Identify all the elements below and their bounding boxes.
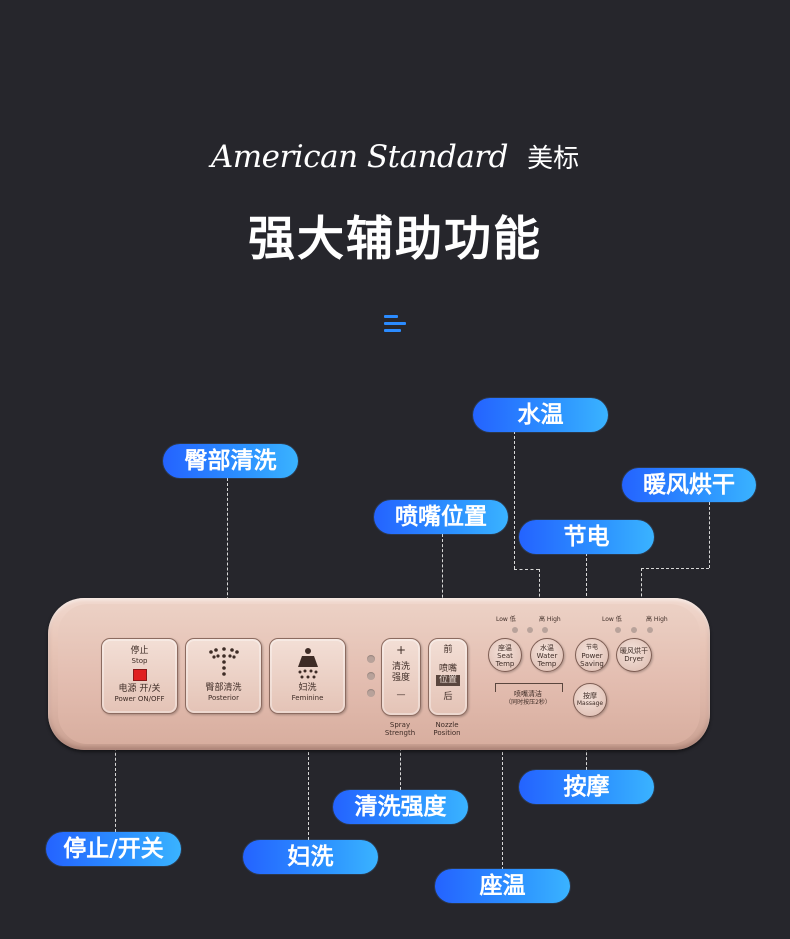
stop-label-en: Stop	[131, 657, 148, 665]
dryer-cn: 暖风烘干	[620, 647, 648, 655]
brand-logo-text: American Standard	[210, 139, 509, 175]
water-temp-en-2: Temp	[537, 660, 557, 668]
seat-temp-en-2: Temp	[495, 660, 515, 668]
dryer-level-dot	[647, 627, 653, 633]
strength-plus-icon: +	[395, 643, 407, 657]
posterior-label-cn: 臀部清洗	[205, 683, 242, 693]
low-label: Low 低	[496, 616, 516, 623]
seat-temp-button[interactable]: 座温 Seat Temp	[488, 638, 522, 672]
leader-power-saving	[586, 553, 587, 641]
strength-minus-icon: —	[396, 690, 406, 700]
water-temp-cn: 水温	[540, 644, 554, 652]
strength-level-dot	[367, 689, 375, 697]
leader-water-temp-2	[514, 569, 539, 570]
callout-power-saving: 节电	[519, 520, 654, 554]
leader-spray	[400, 738, 401, 790]
power-saving-en-2: Saving	[580, 660, 604, 668]
seat-temp-cn: 座温	[498, 644, 512, 652]
clean-note-2: （同时按压2秒）	[505, 699, 551, 706]
dryer-low-label: Low 低	[602, 616, 622, 623]
power-saving-cn: 节电	[585, 644, 598, 651]
posterior-label-en: Posterior	[208, 694, 239, 702]
leader-dryer-1	[709, 502, 710, 568]
callout-feminine: 妇洗	[243, 840, 378, 874]
spray-label-en-1: Spray	[389, 721, 411, 729]
stop-indicator-icon	[132, 669, 147, 681]
leader-dryer-2	[641, 568, 709, 569]
brand-name-cn: 美标	[527, 144, 580, 174]
clean-note-1: 喷嘴清洁	[514, 690, 542, 698]
feminine-label-en: Feminine	[291, 694, 324, 702]
clean-note-bracket	[495, 683, 563, 692]
posterior-spray-icon	[208, 647, 239, 676]
seat-temp-en-1: Seat	[497, 652, 513, 660]
nozzle-back-label: 后	[443, 692, 453, 702]
massage-en: Massage	[576, 700, 604, 707]
massage-cn: 按摩	[583, 692, 597, 700]
nozzle-position-rocker[interactable]: 前 喷嘴 位置 后	[428, 638, 468, 716]
feminine-button[interactable]: 妇洗 Feminine	[269, 638, 346, 714]
callout-massage: 按摩	[519, 770, 654, 804]
dryer-button[interactable]: 暖风烘干 Dryer	[616, 638, 652, 672]
leader-posterior	[227, 478, 228, 640]
power-label-cn: 电源 开/关	[118, 684, 161, 694]
power-saving-en-1: Power	[581, 652, 603, 660]
leader-feminine	[308, 712, 309, 840]
massage-button[interactable]: 按摩 Massage	[573, 683, 607, 717]
nozzle-label-cn-1: 喷嘴	[438, 664, 457, 674]
divider-icon	[384, 314, 408, 334]
stop-label-cn: 停止	[130, 646, 149, 656]
feminine-label-cn: 妇洗	[298, 683, 317, 693]
power-saving-button[interactable]: 节电 Power Saving	[575, 638, 609, 672]
page-title: 强大辅助功能	[248, 212, 542, 267]
dryer-level-dot	[631, 627, 637, 633]
strength-level-dot	[367, 655, 375, 663]
spray-strength-rocker[interactable]: + 清洗 强度 —	[381, 638, 421, 716]
callout-spray-strength: 清洗强度	[333, 790, 468, 824]
strength-level-dot	[367, 672, 375, 680]
power-button[interactable]: 停止 Stop 电源 开/关 Power ON/OFF	[101, 638, 178, 714]
leader-water-temp-1	[514, 431, 515, 569]
brand-line: American Standard 美标	[0, 138, 790, 175]
strength-label-cn-2: 强度	[391, 673, 410, 683]
temp-level-dot	[542, 627, 548, 633]
high-label: 高 High	[539, 616, 561, 623]
callout-posterior: 臀部清洗	[163, 444, 298, 478]
water-temp-en-1: Water	[536, 652, 558, 660]
temp-level-dot	[527, 627, 533, 633]
callout-power: 停止/开关	[46, 832, 181, 866]
leader-power	[115, 712, 116, 832]
callout-water-temp: 水温	[473, 398, 608, 432]
leader-nozzle	[442, 534, 443, 628]
nozzle-label-cn-2: 位置	[436, 675, 460, 686]
callout-dryer: 暖风烘干	[622, 468, 756, 502]
posterior-button[interactable]: 臀部清洗 Posterior	[185, 638, 262, 714]
dryer-en: Dryer	[624, 655, 644, 663]
strength-label-cn-1: 清洗	[391, 662, 410, 672]
dryer-high-label: 高 High	[646, 616, 668, 623]
feminine-spray-icon	[297, 648, 318, 679]
temp-level-dot	[512, 627, 518, 633]
nozzle-label-en-2: Position	[433, 729, 461, 737]
dryer-level-dot	[615, 627, 621, 633]
power-label-en: Power ON/OFF	[114, 695, 165, 703]
leader-seat-temp	[502, 672, 503, 870]
nozzle-label-en-1: Nozzle	[435, 721, 459, 729]
water-temp-button[interactable]: 水温 Water Temp	[530, 638, 564, 672]
callout-seat-temp: 座温	[435, 869, 570, 903]
spray-label-en-2: Strength	[384, 729, 416, 737]
nozzle-front-label: 前	[443, 645, 453, 655]
callout-nozzle-position: 喷嘴位置	[374, 500, 508, 534]
